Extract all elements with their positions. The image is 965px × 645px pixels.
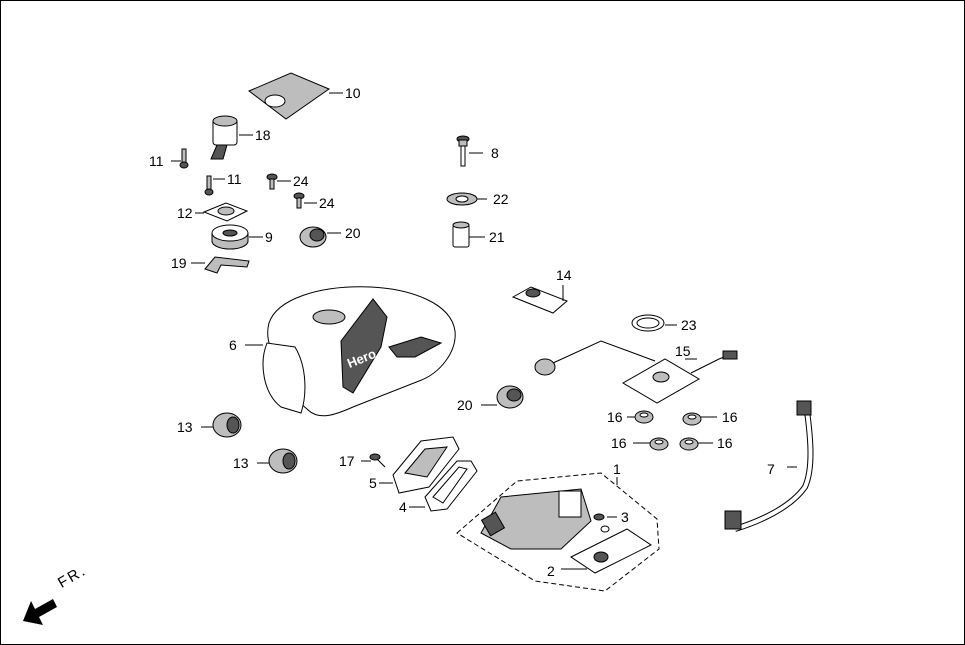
callout-10: 10 — [345, 85, 361, 101]
part-20-grommet-top — [299, 226, 341, 248]
part-23-o-ring — [631, 314, 677, 332]
callout-4: 4 — [399, 499, 407, 515]
part-14-sensor — [511, 285, 568, 314]
part-5-mounting-plate — [379, 436, 460, 494]
callout-11: 11 — [227, 171, 242, 187]
callout-16: 16 — [722, 409, 738, 425]
callout-17: 17 — [339, 453, 355, 469]
callout-24: 24 — [293, 173, 309, 189]
callout-1: 1 — [613, 461, 621, 477]
part-16-nut-a — [627, 410, 654, 424]
part-1-fuel-pump-assembly — [456, 472, 660, 592]
callout-16: 16 — [611, 435, 627, 451]
callout-16: 16 — [607, 409, 623, 425]
part-22-washer — [446, 192, 487, 206]
callout-14: 14 — [556, 267, 572, 283]
part-4-gasket-ring — [409, 460, 478, 512]
part-9-fuel-cap — [211, 224, 263, 250]
callout-6: 6 — [229, 337, 237, 353]
part-8-bolt — [456, 135, 483, 167]
callout-19: 19 — [171, 255, 187, 271]
part-21-collar — [452, 221, 485, 248]
callout-23: 23 — [681, 317, 697, 333]
callout-21: 21 — [489, 229, 505, 245]
part-12-gasket — [195, 202, 249, 222]
callout-22: 22 — [493, 191, 509, 207]
part-10-cover-plate — [248, 72, 343, 120]
callout-7: 7 — [767, 461, 775, 477]
part-24-screw-a — [266, 173, 291, 190]
callout-15: 15 — [675, 343, 691, 359]
part-11-bolt-b — [204, 175, 225, 196]
part-16-nut-d — [679, 437, 713, 451]
part-19-bracket — [191, 256, 250, 274]
callout-2: 2 — [547, 563, 555, 579]
callout-20: 20 — [345, 225, 361, 241]
part-13-rubber-mount-a — [201, 412, 242, 438]
callout-20: 20 — [457, 397, 473, 413]
callout-16: 16 — [717, 435, 733, 451]
part-24-screw-b — [293, 192, 317, 209]
callout-8: 8 — [491, 145, 499, 161]
part-6-fuel-tank — [245, 286, 456, 417]
callout-12: 12 — [177, 205, 193, 221]
part-16-nut-c — [633, 437, 669, 451]
part-7-fuel-hose — [724, 400, 814, 532]
callout-5: 5 — [369, 475, 377, 491]
part-3-clip — [593, 513, 617, 533]
callout-18: 18 — [255, 127, 271, 143]
front-direction-arrow — [23, 599, 57, 625]
part-18-key-lock — [210, 115, 253, 160]
part-16-nut-b — [682, 412, 717, 426]
callout-13: 13 — [233, 455, 249, 471]
part-13-rubber-mount-b — [257, 448, 298, 474]
callout-11: 11 — [149, 153, 164, 169]
callout-13: 13 — [177, 419, 193, 435]
callout-9: 9 — [265, 229, 273, 245]
part-20-grommet-bottom — [481, 385, 524, 409]
callout-24: 24 — [319, 195, 335, 211]
part-17-screw — [361, 453, 386, 468]
part-15-fuel-sender — [534, 340, 738, 404]
part-11-bolt-a — [171, 148, 189, 169]
part-2-filter — [561, 528, 652, 574]
callout-3: 3 — [621, 509, 629, 525]
